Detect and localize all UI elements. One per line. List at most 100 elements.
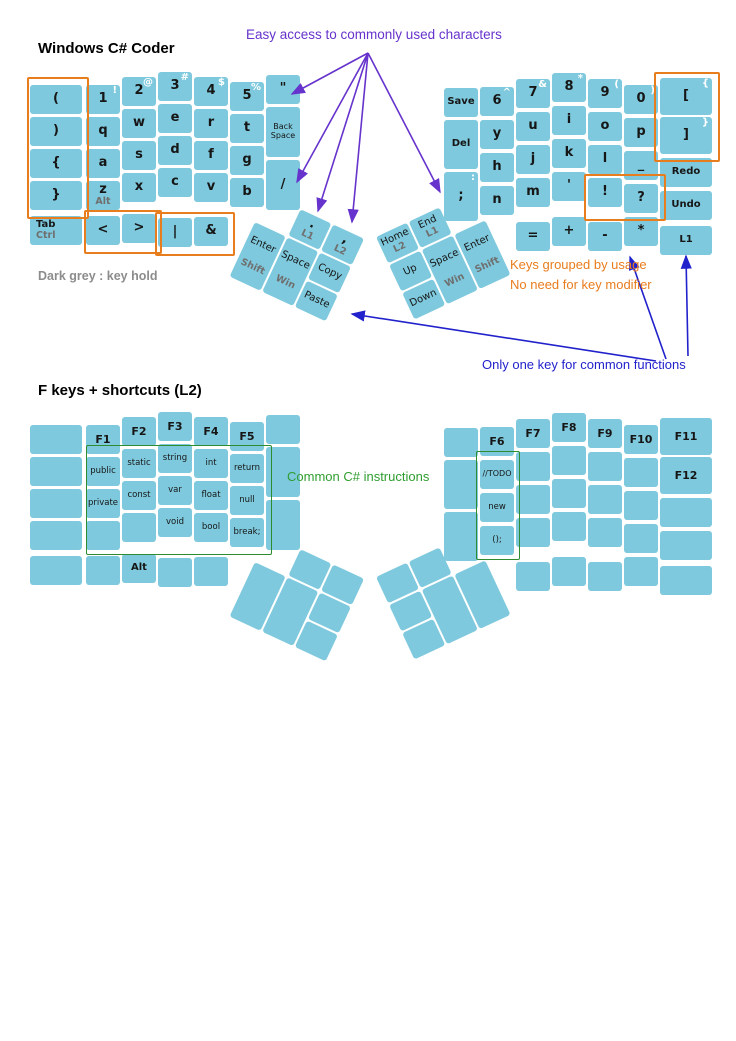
blank-key (194, 557, 228, 586)
key-v: v (194, 173, 228, 202)
blank-key (660, 531, 712, 560)
key-left-bracket: [{ (660, 78, 712, 115)
blank-key (86, 556, 120, 585)
key-double-quote: " (266, 75, 300, 104)
key-left-paren: ( (30, 85, 82, 114)
key-todo-comment: //TODO (480, 460, 514, 489)
key-bool: bool (194, 513, 228, 542)
blank-key (624, 524, 658, 553)
key-b: b (230, 178, 264, 207)
key-plus: + (552, 217, 586, 246)
blank-key (444, 428, 478, 457)
blank-key (552, 557, 586, 586)
key-float: float (194, 481, 228, 510)
blank-key (158, 558, 192, 587)
key-p: p (624, 118, 658, 147)
key-right-paren: ) (30, 117, 82, 146)
key-s: s (122, 141, 156, 170)
key-i: i (552, 106, 586, 135)
blank-key (588, 518, 622, 547)
key-f3: F3 (158, 412, 192, 441)
blank-key (588, 562, 622, 591)
key-9: 9( (588, 79, 622, 108)
left-thumb-cluster-l2 (229, 534, 365, 662)
key-equals: = (516, 222, 550, 251)
key-1: 1! (86, 85, 120, 114)
key-u: u (516, 112, 550, 141)
key-f12: F12 (660, 457, 712, 494)
blank-key (516, 452, 550, 481)
blank-key (660, 498, 712, 527)
key-parens-semicolon: (); (480, 526, 514, 555)
blank-key (624, 458, 658, 487)
note-one-key-functions: Only one key for common functions (482, 357, 686, 372)
key-new: new (480, 493, 514, 522)
key-7: 7& (516, 79, 550, 108)
blank-key (122, 513, 156, 542)
blank-key (588, 452, 622, 481)
key-question: ? (624, 184, 658, 213)
key-6: 6^ (480, 87, 514, 116)
key-f10: F10 (624, 425, 658, 454)
key-k: k (552, 139, 586, 168)
key-string: string (158, 444, 192, 473)
key-g: g (230, 146, 264, 175)
blank-key (624, 491, 658, 520)
key-left-brace: { (30, 149, 82, 178)
key-h: h (480, 153, 514, 182)
key-ampersand: & (194, 217, 228, 246)
key-undo: Undo (660, 191, 712, 220)
base-layer-title: Windows C# Coder (38, 40, 175, 57)
key-2: 2@ (122, 77, 156, 106)
key-w: w (122, 109, 156, 138)
key-save: Save (444, 88, 478, 117)
note-easy-access: Easy access to commonly used characters (246, 27, 502, 42)
key-0: 0) (624, 85, 658, 114)
key-f9: F9 (588, 419, 622, 448)
key-f7: F7 (516, 419, 550, 448)
blank-key (624, 557, 658, 586)
blank-key (588, 485, 622, 514)
blank-key (30, 425, 82, 454)
key-c: c (158, 168, 192, 197)
key-f1: F1 (86, 425, 120, 454)
key-j: j (516, 145, 550, 174)
blank-key (30, 489, 82, 518)
key-exclamation: ! (588, 178, 622, 207)
note-key-hold-legend: Dark grey : key hold (38, 269, 158, 283)
key-static: static (122, 449, 156, 478)
key-less-than: < (86, 216, 120, 245)
blank-key (552, 446, 586, 475)
key-m: m (516, 178, 550, 207)
key-var: var (158, 476, 192, 505)
blank-key (552, 479, 586, 508)
blank-key (516, 518, 550, 547)
key-del: Del (444, 120, 478, 169)
key-minus: - (588, 222, 622, 251)
key-const: const (122, 481, 156, 510)
key-8: 8* (552, 73, 586, 102)
key-f4: F4 (194, 417, 228, 446)
key-d: d (158, 136, 192, 165)
key-void: void (158, 508, 192, 537)
key-5: 5% (230, 82, 264, 111)
blank-key (660, 566, 712, 595)
key-break: break; (230, 518, 264, 547)
blank-key (86, 521, 120, 550)
blank-key (516, 485, 550, 514)
blank-key (266, 415, 300, 444)
key-y: y (480, 120, 514, 149)
key-int: int (194, 449, 228, 478)
key-r: r (194, 109, 228, 138)
key-a: a (86, 149, 120, 178)
key-alt: Alt (122, 554, 156, 583)
key-semicolon: ;: (444, 172, 478, 221)
key-q: q (86, 117, 120, 146)
key-f2: F2 (122, 417, 156, 446)
key-backspace: Back Space (266, 107, 300, 157)
key-right-bracket: ]} (660, 117, 712, 154)
key-apostrophe: ' (552, 172, 586, 201)
